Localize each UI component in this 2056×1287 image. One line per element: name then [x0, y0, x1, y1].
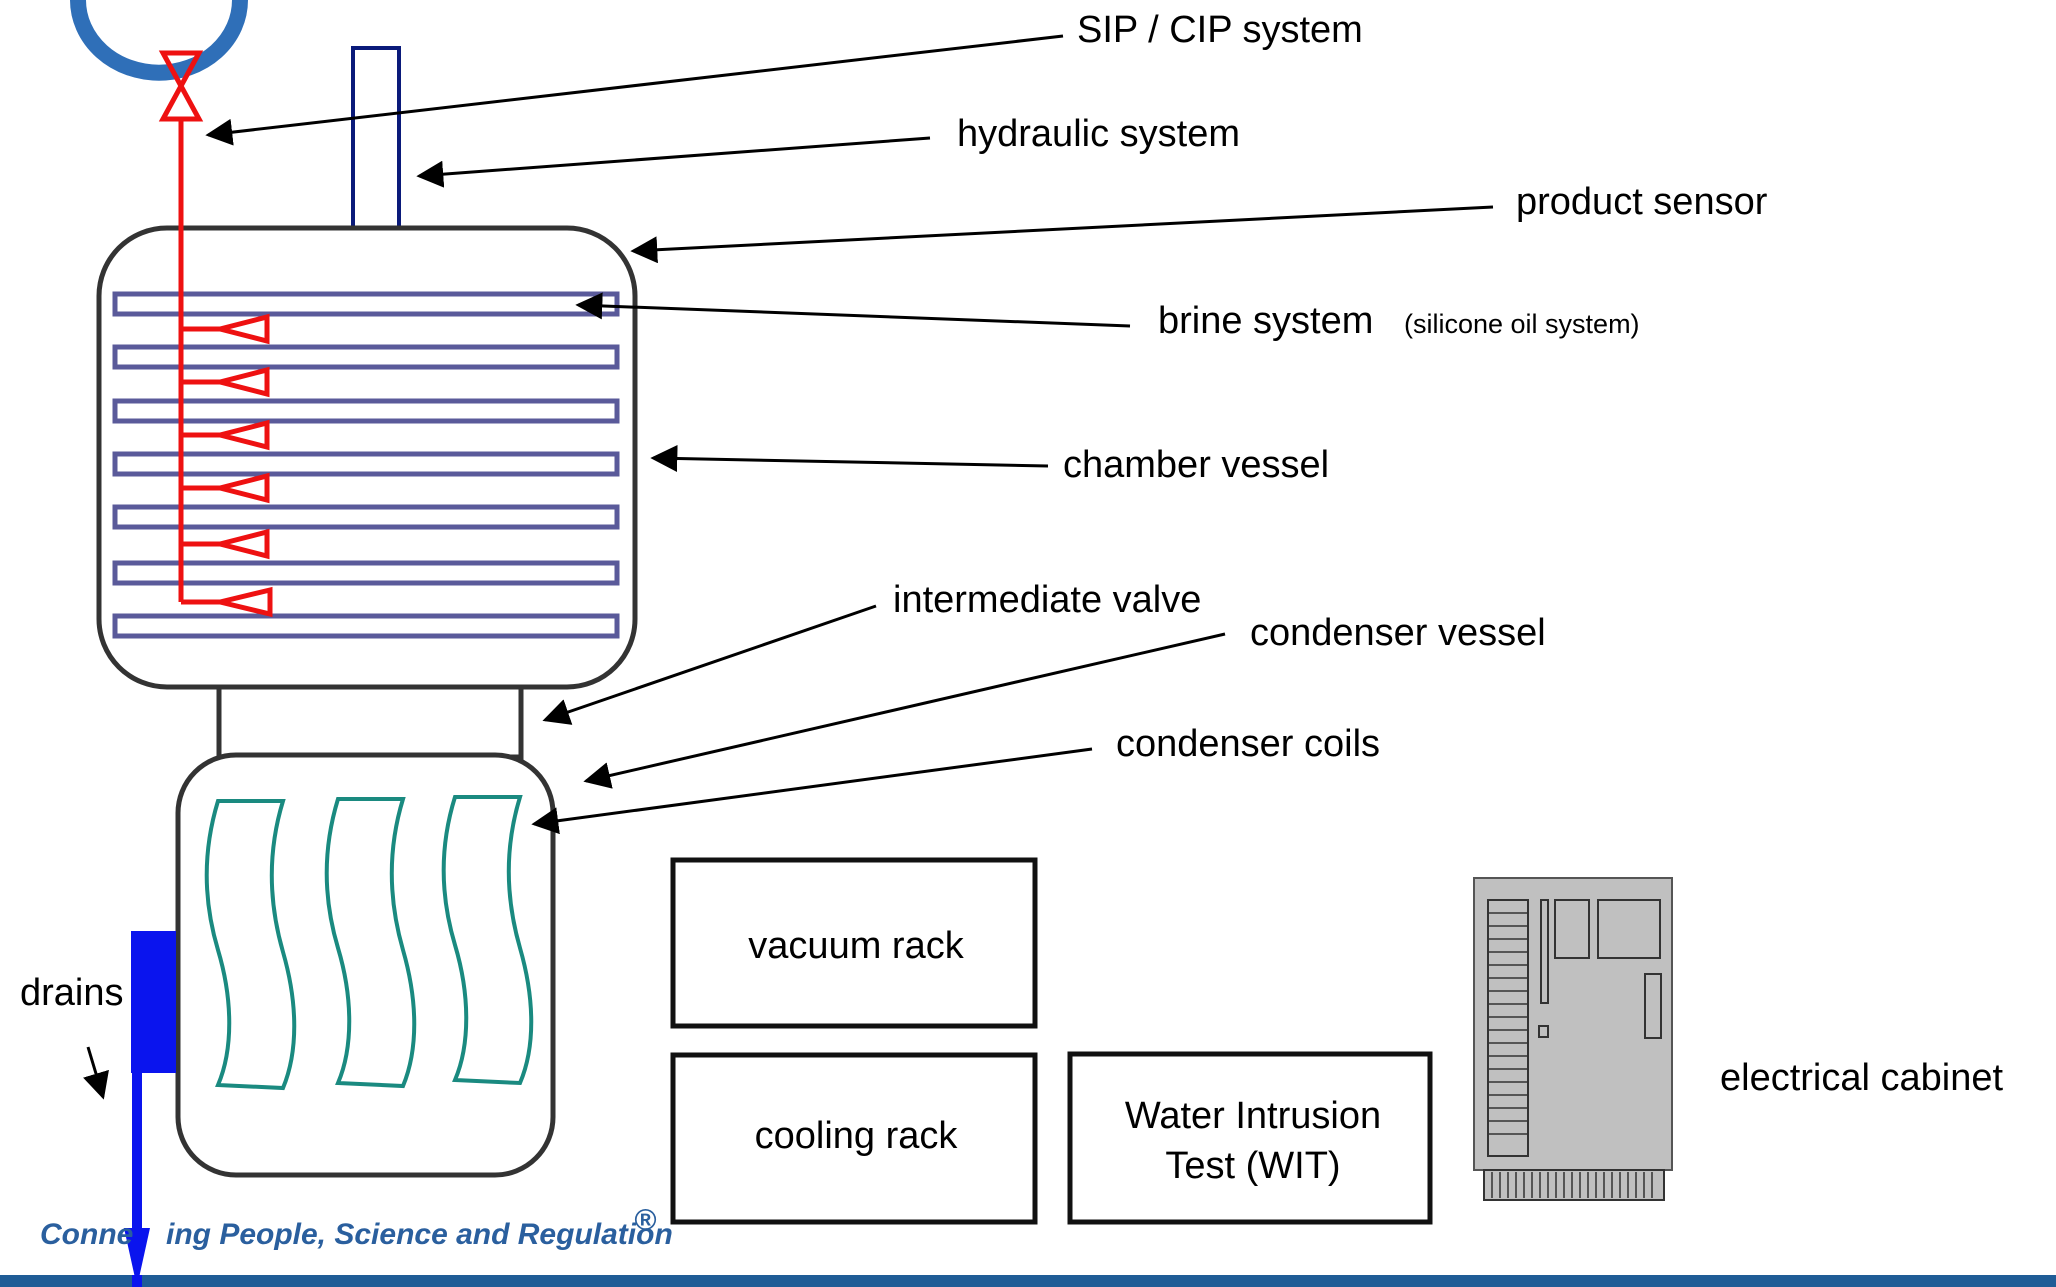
valve-icon: [158, 50, 204, 122]
label-electrical-cabinet: electrical cabinet: [1720, 1057, 2003, 1099]
drain-arrow-icon: [124, 1228, 150, 1287]
label-sip-cip: SIP / CIP system: [1077, 9, 1363, 51]
shelf: [112, 560, 620, 586]
footer-registered-mark: ®: [634, 1204, 657, 1237]
condenser-coils: [204, 795, 534, 1091]
leader-chamber-vessel: [650, 444, 1049, 472]
label-drains: drains: [20, 972, 124, 1014]
shelf: [112, 504, 620, 530]
shelf: [112, 344, 620, 370]
leader-lines: [83, 34, 1494, 1100]
drain-pipe-overlap: [132, 1275, 142, 1287]
hydraulic-cylinder: [351, 46, 401, 232]
leader-product-sensor: [630, 205, 1494, 264]
label-brine-note: (silicone oil system): [1404, 309, 1640, 339]
leader-drains: [83, 1046, 109, 1100]
shelves: [112, 291, 620, 639]
leader-condenser-coils: [531, 747, 1093, 835]
label-condenser-vessel: condenser vessel: [1250, 612, 1546, 654]
footer-tagline-start: Conne: [40, 1218, 133, 1251]
vacuum-rack-label: vacuum rack: [748, 925, 964, 967]
label-intermediate-valve: intermediate valve: [893, 579, 1201, 621]
cooling-rack-label: cooling rack: [755, 1115, 959, 1157]
wit-label-line2: Test (WIT): [1165, 1145, 1340, 1187]
shelf: [112, 613, 620, 639]
label-condenser-coils: condenser coils: [1116, 723, 1380, 765]
shelf: [112, 291, 620, 317]
leader-hydraulic: [416, 136, 931, 188]
leader-sip-cip: [205, 34, 1064, 146]
sip-cip-piping: [158, 50, 273, 618]
leader-condenser-vessel: [583, 632, 1226, 789]
label-hydraulic: hydraulic system: [957, 113, 1240, 155]
condenser-vessel: [175, 752, 556, 1178]
spray-nozzles: [181, 313, 273, 618]
leader-intermediate-valve: [542, 604, 877, 725]
label-brine: brine system: [1158, 300, 1373, 342]
label-chamber-vessel: chamber vessel: [1063, 444, 1329, 486]
intermediate-valve: [216, 684, 524, 760]
cooling-rack-box: cooling rack: [670, 1052, 1038, 1225]
label-product-sensor: product sensor: [1516, 181, 1768, 223]
shelf: [112, 398, 620, 424]
wit-box: Water Intrusion Test (WIT): [1067, 1051, 1433, 1225]
leader-brine: [575, 292, 1131, 328]
drain-manifold: [131, 931, 176, 1073]
logo-arc-icon: [70, 0, 248, 81]
electrical-cabinet-icon: [1473, 877, 1673, 1201]
footer-tagline-end: ing People, Science and Regulation: [166, 1218, 673, 1251]
wit-label-line1: Water Intrusion: [1125, 1095, 1381, 1137]
shelf: [112, 451, 620, 477]
footer-band: [0, 1275, 2056, 1287]
vacuum-rack-box: vacuum rack: [670, 857, 1038, 1029]
